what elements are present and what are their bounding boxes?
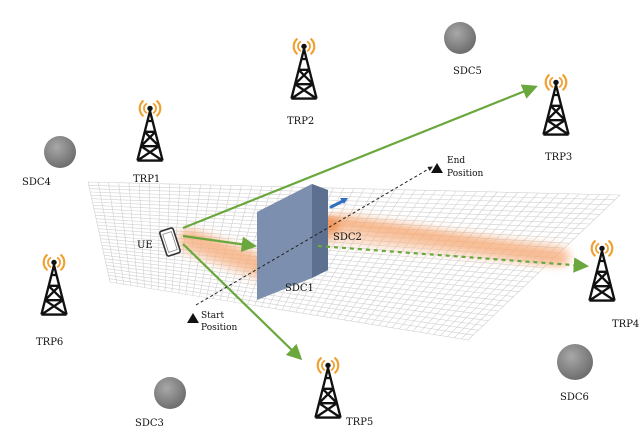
end-label-line1: End: [447, 156, 465, 166]
grid-line: [90, 195, 600, 215]
trp5-tower-icon: [314, 357, 342, 419]
grid-line: [87, 181, 621, 196]
los-links: [182, 84, 590, 361]
sdc4-sphere-icon: [44, 136, 76, 168]
start-marker-icon: [187, 313, 199, 323]
trp1-tower-icon: [136, 100, 164, 162]
trp3-label: TRP3: [545, 152, 572, 163]
grid-line: [105, 261, 499, 312]
grid-line: [107, 271, 484, 326]
multipath-glow: [179, 215, 569, 283]
trp6-tower-icon: [40, 254, 68, 316]
grid-line: [104, 258, 504, 307]
grid-line: [90, 191, 605, 210]
link-trp3: [182, 84, 538, 230]
trp6-label: TRP6: [36, 337, 63, 348]
sdc1-label: SDC1: [285, 283, 314, 294]
grid-line: [109, 281, 469, 341]
grid-line: [91, 198, 595, 220]
link-trp5: [182, 243, 303, 361]
sdc6-sphere-icon: [557, 344, 593, 380]
trp1-label: TRP1: [133, 174, 160, 185]
trp4-label: TRP4: [612, 319, 639, 330]
trp4-tower-icon: [588, 240, 616, 302]
grid-line: [108, 275, 479, 331]
sdc3-label: SDC3: [135, 418, 164, 429]
trp2-label: TRP2: [287, 116, 314, 127]
sdc5-label: SDC5: [453, 66, 482, 77]
labels: SDC5 SDC4 SDC3 SDC6 SDC2 SDC1 TRP1 TRP2 …: [22, 66, 639, 429]
grid-line: [92, 201, 590, 225]
grid-line: [107, 268, 489, 321]
trp5-label: TRP5: [346, 417, 373, 428]
sdc6-label: SDC6: [560, 392, 589, 403]
start-label-line1: Start: [201, 311, 224, 321]
wall-motion-arrow-icon: [329, 198, 348, 209]
sdc5-sphere-icon: [444, 22, 476, 54]
ue-device-icon: [159, 227, 181, 257]
wall-obstacle: [257, 184, 328, 300]
grid-line: [106, 265, 494, 317]
trp-towers: [40, 38, 616, 419]
start-label-line2: Position: [201, 323, 238, 333]
trp2-tower-icon: [290, 38, 318, 100]
sdc3-sphere-icon: [154, 377, 186, 409]
end-label-line2: Position: [447, 169, 484, 179]
sdc2-label: SDC2: [333, 232, 362, 243]
link-wall: [182, 234, 258, 252]
sdc4-label: SDC4: [22, 177, 51, 188]
grid-line: [88, 185, 615, 201]
ue-trajectory: [195, 166, 433, 306]
grid-line: [89, 188, 610, 205]
ue-label: UE: [137, 240, 153, 251]
trp3-tower-icon: [542, 74, 570, 136]
end-marker-icon: [431, 163, 443, 173]
grid-line: [109, 278, 474, 336]
